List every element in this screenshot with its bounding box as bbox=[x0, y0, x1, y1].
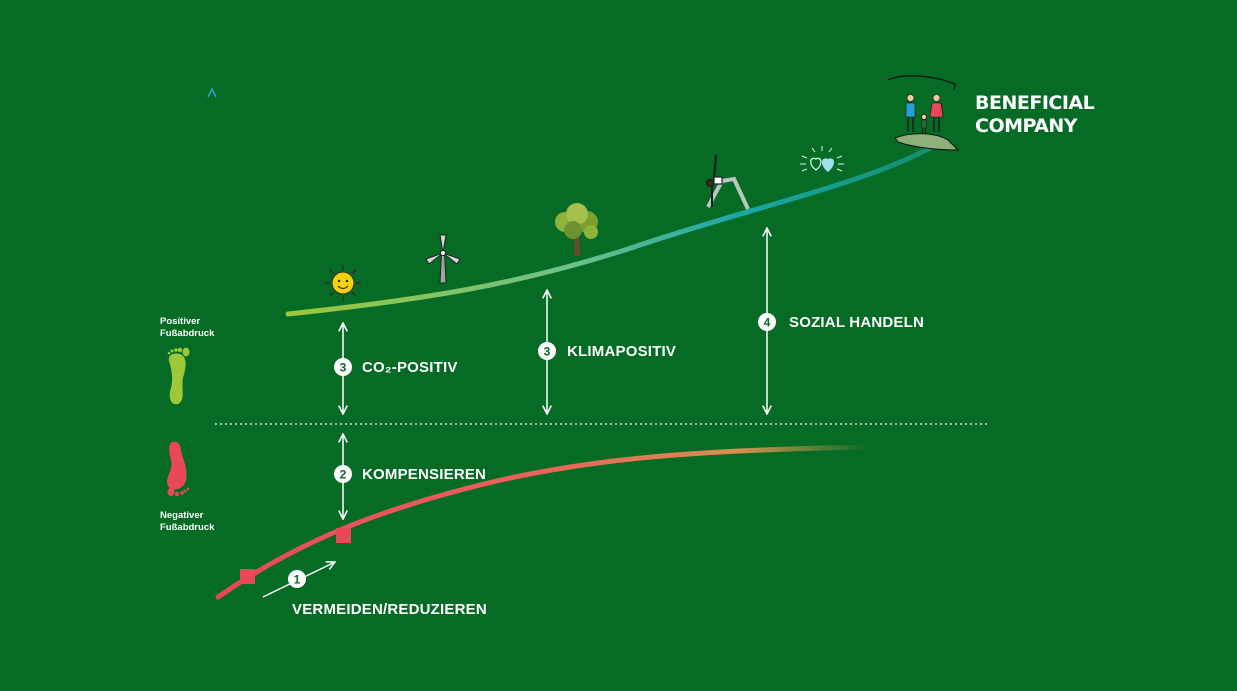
step-1: 1 VERMEIDEN/REDUZIEREN bbox=[288, 570, 487, 618]
step-label: KOMPENSIEREN bbox=[362, 466, 486, 483]
milestone-marker bbox=[240, 569, 255, 584]
negative-label: Fußabdruck bbox=[160, 522, 215, 533]
positive-label: Positiver bbox=[160, 316, 200, 327]
step-label: KLIMAPOSITIV bbox=[567, 343, 676, 360]
step-number: 2 bbox=[340, 468, 347, 482]
step-number: 3 bbox=[340, 361, 347, 375]
step-number: 4 bbox=[764, 316, 771, 330]
green-footprint-icon bbox=[167, 347, 190, 405]
step-number: 3 bbox=[544, 345, 551, 359]
positive-curve bbox=[285, 145, 933, 317]
hearts-icon bbox=[800, 146, 844, 172]
step-label: SOZIAL HANDELN bbox=[789, 314, 924, 331]
goal-title-line1: BENEFICIAL bbox=[975, 92, 1095, 114]
step-number: 1 bbox=[294, 573, 301, 587]
red-footprint-icon bbox=[167, 441, 190, 497]
goal-title-line2: COMPANY bbox=[975, 115, 1078, 137]
sun-icon bbox=[325, 265, 361, 301]
step-label: VERMEIDEN/REDUZIEREN bbox=[292, 601, 487, 618]
axis-arrow-icon bbox=[207, 87, 217, 98]
positive-label: Fußabdruck bbox=[160, 328, 215, 339]
step-3-climate: 3 KLIMAPOSITIV bbox=[538, 342, 676, 360]
step-label: CO₂-POSITIV bbox=[362, 359, 458, 376]
tree-icon bbox=[555, 203, 598, 256]
yoga-person-icon bbox=[705, 154, 750, 210]
negative-label: Negativer bbox=[160, 510, 204, 521]
step-2: 2 KOMPENSIEREN bbox=[334, 465, 486, 483]
step-4: 4 SOZIAL HANDELN bbox=[758, 313, 924, 331]
family-in-hands-icon bbox=[887, 75, 960, 151]
wind-turbine-icon bbox=[425, 234, 461, 284]
negative-curve bbox=[215, 444, 873, 600]
step-3-co2: 3 CO₂-POSITIV bbox=[334, 358, 458, 376]
milestone-marker bbox=[336, 528, 351, 543]
